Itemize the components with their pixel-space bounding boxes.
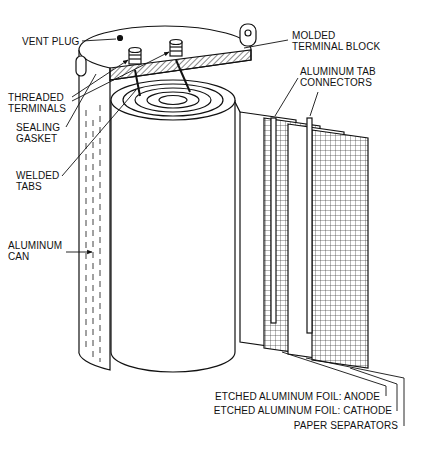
part-label: MOLDED TERMINAL BLOCK [292, 30, 388, 52]
part-label: THREADED TERMINALS [8, 92, 78, 114]
part-label: WELDED TABS [16, 170, 68, 192]
tab-connector [307, 118, 312, 333]
part-label: ETCHED ALUMINUM FOIL: CATHODE [214, 405, 392, 416]
aluminum-can [79, 50, 110, 370]
terminal-block [79, 26, 251, 80]
cathode-foil [312, 130, 368, 368]
part-label: ALUMINUM CAN [8, 240, 66, 262]
tab-connector [271, 118, 276, 323]
part-label: ALUMINUM TAB CONNECTORS [300, 66, 392, 88]
part-label: SEALING GASKET [16, 122, 72, 144]
part-label: ETCHED ALUMINUM FOIL: ANODE [215, 391, 380, 402]
winding-roll [111, 100, 235, 372]
part-label: PAPER SEPARATORS [294, 420, 398, 431]
part-label: VENT PLUG [22, 36, 92, 47]
leader-lines [62, 39, 404, 426]
vent-plug [118, 36, 123, 41]
